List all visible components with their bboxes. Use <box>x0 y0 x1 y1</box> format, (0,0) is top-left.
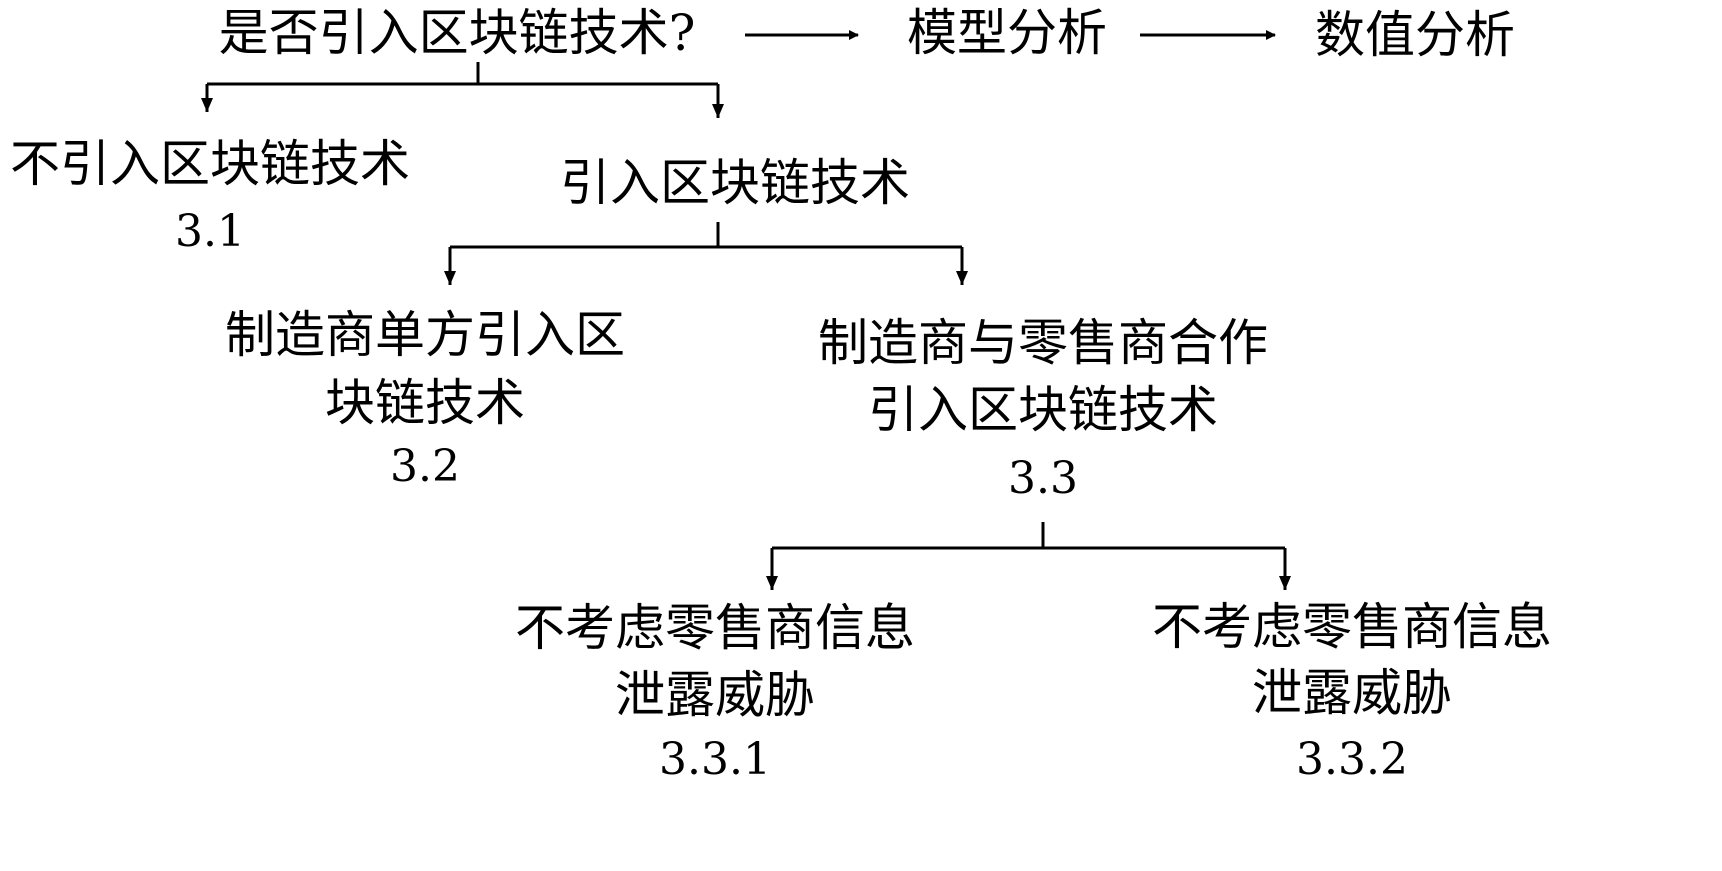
leaf-1-line2: 泄露威胁 <box>615 666 815 724</box>
no-blockchain-label: 不引入区块链技术 <box>10 135 410 193</box>
cooperative-line2: 引入区块链技术 <box>868 381 1218 439</box>
numeric-analysis-node: 数值分析 <box>1315 6 1515 64</box>
cooperative-section: 3.3 <box>1008 453 1078 504</box>
unilateral-line1: 制造商单方引入区 <box>225 306 625 364</box>
no-blockchain-section: 3.1 <box>175 206 245 257</box>
question-node: 是否引入区块链技术? <box>218 4 696 62</box>
cooperative-line1: 制造商与零售商合作 <box>818 314 1268 372</box>
leaf-1-line1: 不考虑零售商信息 <box>515 599 915 657</box>
leaf-2-line2: 泄露威胁 <box>1252 664 1452 722</box>
yes-blockchain-label: 引入区块链技术 <box>560 154 910 212</box>
unilateral-section: 3.2 <box>390 441 460 492</box>
unilateral-line2: 块链技术 <box>325 374 525 432</box>
leaf-1-section: 3.3.1 <box>659 734 771 785</box>
leaf-2-line1: 不考虑零售商信息 <box>1152 598 1552 656</box>
leaf-2-section: 3.3.2 <box>1296 734 1408 785</box>
model-analysis-node: 模型分析 <box>907 4 1107 62</box>
